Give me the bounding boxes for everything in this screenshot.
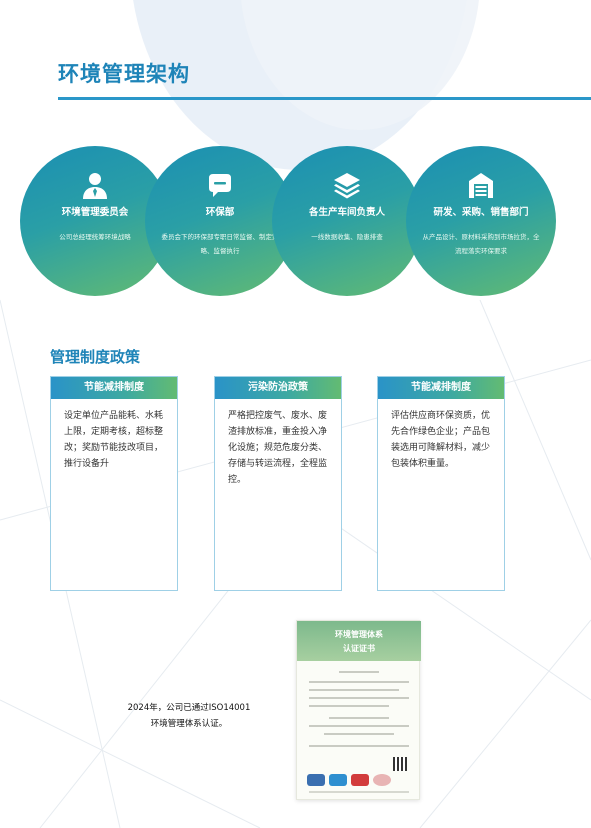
- structure-title: 研发、采购、销售部门: [433, 207, 529, 218]
- section-title-policy: 管理制度政策: [50, 348, 141, 366]
- warehouse-icon: [469, 173, 493, 198]
- structure-title: 各生产车间负责人: [308, 207, 385, 218]
- certificate-text-line: [309, 689, 399, 691]
- certificate-text-line: [309, 705, 389, 707]
- structure-circle-rd-sales: 研发、采购、销售部门 从产品设计、原材料采购到市场拉货，全流程落实环保要求: [406, 146, 556, 296]
- policy-card-title: 污染防治政策: [215, 377, 341, 399]
- certificate-text-line: [309, 725, 409, 727]
- certificate-text-line: [309, 681, 409, 683]
- iso-line-1: 2024年，公司已通过ISO14001: [127, 703, 251, 713]
- iso-statement: 2024年，公司已通过ISO14001 环境管理体系认证。: [106, 700, 272, 732]
- certificate-title-line-1: 环境管理体系: [335, 629, 383, 639]
- certificate-text-line: [324, 733, 394, 735]
- iso-line-2: 环境管理体系认证。: [150, 719, 228, 729]
- policy-card-body: 严格把控废气、废水、废渣排放标准，重金投入净化设施；规范危废分类、存储与转运流程…: [228, 411, 328, 485]
- page-title: 环境管理架构: [58, 62, 190, 86]
- structure-desc: 一线数据收集、隐患排查: [311, 233, 383, 241]
- policy-card-body: 设定单位产品能耗、水耗上限，定期考核，超标整改；奖励节能技改项目，推行设备升: [64, 411, 164, 469]
- policy-card-energy: 节能减排制度 设定单位产品能耗、水耗上限，定期考核，超标整改；奖励节能技改项目，…: [50, 376, 178, 591]
- certificate-qr-code: [393, 757, 407, 771]
- certificate-text-line: [309, 697, 409, 699]
- policy-card-pollution: 污染防治政策 严格把控废气、废水、废渣排放标准，重金投入净化设施；规范危废分类、…: [214, 376, 342, 591]
- title-divider: [58, 97, 591, 100]
- certificate-title-line-2: 认证证书: [343, 643, 375, 653]
- policy-card-body: 评估供应商环保资质，优先合作绿色企业；产品包装选用可降解材料，减少包装体积重量。: [391, 411, 491, 469]
- layers-icon: [334, 173, 360, 199]
- iso-certificate-image: 环境管理体系 认证证书: [296, 620, 421, 800]
- certificate-stamp: [373, 774, 391, 786]
- structure-desc: 从产品设计、原材料采购到市场拉货，全流程落实环保要求: [422, 233, 540, 255]
- certificate-header: 环境管理体系 认证证书: [297, 621, 421, 661]
- structure-desc: 公司总经理统筹环境战略: [59, 233, 131, 241]
- policy-card-title: 节能减排制度: [378, 377, 504, 399]
- structure-circle-workshop: 各生产车间负责人 一线数据收集、隐患排查: [272, 146, 422, 296]
- structure-desc: 委员会下的环保部专职日常监督、制定策略、监督执行: [161, 233, 279, 255]
- structure-circle-env-dept: 环保部 委员会下的环保部专职日常监督、制定策略、监督执行: [145, 146, 295, 296]
- certificate-logo: [307, 774, 325, 786]
- certificate-logo: [351, 774, 369, 786]
- certificate-text-line: [309, 745, 409, 747]
- certificate-text-line: [309, 791, 409, 793]
- certificate-text-line: [339, 671, 379, 673]
- person-icon: [83, 173, 107, 199]
- policy-card-title: 节能减排制度: [51, 377, 177, 399]
- structure-title: 环境管理委员会: [61, 207, 129, 218]
- structure-title: 环保部: [205, 207, 235, 218]
- chat-icon: [209, 174, 231, 197]
- certificate-text-line: [329, 717, 389, 719]
- certificate-logo: [329, 774, 347, 786]
- policy-card-supply: 节能减排制度 评估供应商环保资质，优先合作绿色企业；产品包装选用可降解材料，减少…: [377, 376, 505, 591]
